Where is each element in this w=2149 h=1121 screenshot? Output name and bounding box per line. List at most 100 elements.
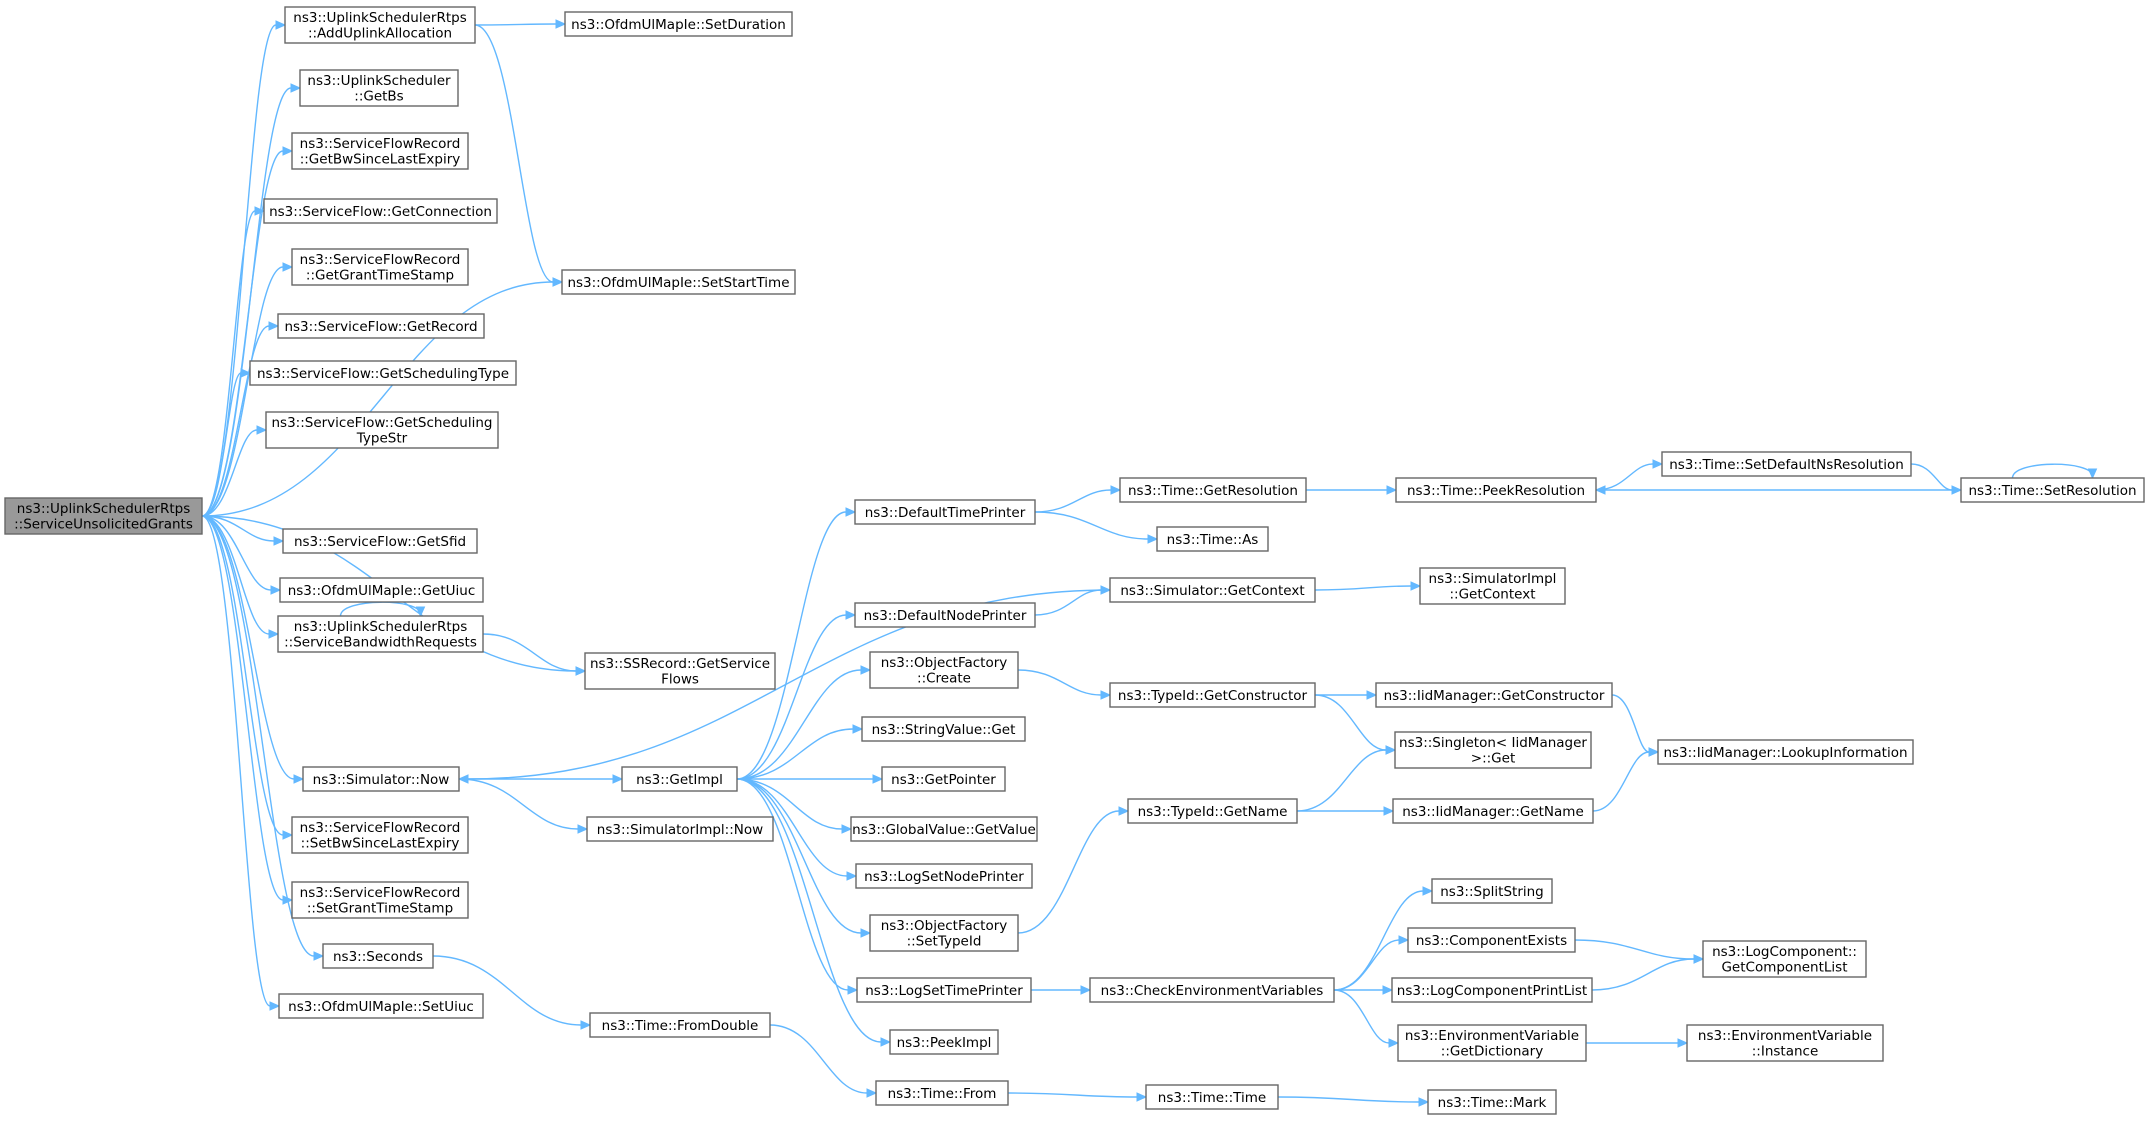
node-setRes[interactable]: ns3::Time::SetResolution <box>1960 477 2145 503</box>
node-box[interactable] <box>869 914 1019 952</box>
node-box[interactable] <box>277 313 485 339</box>
node-tidGetCtor[interactable]: ns3::TypeId::GetConstructor <box>1109 682 1316 708</box>
node-box[interactable] <box>854 499 1036 525</box>
node-box[interactable] <box>1109 682 1316 708</box>
node-getConnection[interactable]: ns3::ServiceFlow::GetConnection <box>263 198 498 224</box>
node-box[interactable] <box>855 863 1033 889</box>
node-checkEnv[interactable]: ns3::CheckEnvironmentVariables <box>1089 977 1335 1003</box>
node-box[interactable] <box>586 816 774 842</box>
node-box[interactable] <box>621 766 738 792</box>
node-box[interactable] <box>1960 477 2145 503</box>
node-getSfid[interactable]: ns3::ServiceFlow::GetSfid <box>282 528 478 554</box>
node-simNow[interactable]: ns3::Simulator::Now <box>302 766 460 792</box>
node-box[interactable] <box>1407 927 1576 953</box>
node-box[interactable] <box>299 69 459 107</box>
node-box[interactable] <box>282 528 478 554</box>
node-box[interactable] <box>856 977 1032 1003</box>
node-gvGetValue[interactable]: ns3::GlobalValue::GetValue <box>850 816 1038 842</box>
node-box[interactable] <box>1397 1024 1587 1062</box>
node-seconds[interactable]: ns3::Seconds <box>322 943 434 969</box>
node-box[interactable] <box>1127 798 1298 824</box>
node-box[interactable] <box>889 1029 999 1055</box>
node-timeAs[interactable]: ns3::Time::As <box>1156 526 1269 552</box>
node-box[interactable] <box>1686 1024 1884 1062</box>
node-box[interactable] <box>1156 526 1269 552</box>
node-box[interactable] <box>291 816 469 854</box>
node-box[interactable] <box>584 652 776 690</box>
node-box[interactable] <box>1119 477 1307 503</box>
node-logSetTime[interactable]: ns3::LogSetTimePrinter <box>856 977 1032 1003</box>
node-box[interactable] <box>564 11 793 37</box>
node-getGrantTs[interactable]: ns3::ServiceFlowRecord::GetGrantTimeStam… <box>291 248 469 286</box>
node-box[interactable] <box>1392 798 1594 824</box>
node-box[interactable] <box>291 132 469 170</box>
node-iidLookup[interactable]: ns3::IidManager::LookupInformation <box>1657 739 1914 765</box>
node-serviceBw[interactable]: ns3::UplinkSchedulerRtps::ServiceBandwid… <box>277 615 484 653</box>
node-box[interactable] <box>4 497 203 535</box>
node-box[interactable] <box>249 360 517 386</box>
node-splitString[interactable]: ns3::SplitString <box>1431 878 1553 904</box>
node-simImplNow[interactable]: ns3::SimulatorImpl::Now <box>586 816 774 842</box>
node-box[interactable] <box>1657 739 1914 765</box>
node-getBs[interactable]: ns3::UplinkScheduler::GetBs <box>299 69 459 107</box>
node-setDefNsRes[interactable]: ns3::Time::SetDefaultNsResolution <box>1661 451 1912 477</box>
node-box[interactable] <box>1089 977 1335 1003</box>
node-envInstance[interactable]: ns3::EnvironmentVariable::Instance <box>1686 1024 1884 1062</box>
node-box[interactable] <box>1395 477 1597 503</box>
node-fromDouble[interactable]: ns3::Time::FromDouble <box>589 1012 771 1038</box>
node-logCompGetList[interactable]: ns3::LogComponent::GetComponentList <box>1702 940 1867 978</box>
node-peekImpl[interactable]: ns3::PeekImpl <box>889 1029 999 1055</box>
node-ofSetTypeId[interactable]: ns3::ObjectFactory::SetTypeId <box>869 914 1019 952</box>
node-box[interactable] <box>1427 1089 1557 1115</box>
node-setDuration[interactable]: ns3::OfdmUlMapIe::SetDuration <box>564 11 793 37</box>
node-box[interactable] <box>277 615 484 653</box>
node-box[interactable] <box>1431 878 1553 904</box>
node-timeTime[interactable]: ns3::Time::Time <box>1145 1084 1279 1110</box>
node-box[interactable] <box>861 716 1026 742</box>
node-box[interactable] <box>1702 940 1867 978</box>
node-singletonGet[interactable]: ns3::Singleton< IidManager>::Get <box>1394 731 1592 769</box>
node-defNodePrinter[interactable]: ns3::DefaultNodePrinter <box>854 602 1036 628</box>
node-box[interactable] <box>1109 577 1316 603</box>
node-setGrantTs[interactable]: ns3::ServiceFlowRecord::SetGrantTimeStam… <box>291 881 469 919</box>
node-box[interactable] <box>1391 977 1593 1003</box>
node-getSchedType[interactable]: ns3::ServiceFlow::GetSchedulingType <box>249 360 517 386</box>
node-envGetDict[interactable]: ns3::EnvironmentVariable::GetDictionary <box>1397 1024 1587 1062</box>
node-logCompPrint[interactable]: ns3::LogComponentPrintList <box>1391 977 1593 1003</box>
node-box[interactable] <box>1394 731 1592 769</box>
node-box[interactable] <box>1375 682 1613 708</box>
node-box[interactable] <box>284 6 476 44</box>
node-timeMark[interactable]: ns3::Time::Mark <box>1427 1089 1557 1115</box>
node-box[interactable] <box>1419 567 1566 605</box>
node-getPointer[interactable]: ns3::GetPointer <box>881 766 1006 792</box>
node-getImpl[interactable]: ns3::GetImpl <box>621 766 738 792</box>
node-tidGetName[interactable]: ns3::TypeId::GetName <box>1127 798 1298 824</box>
node-defTimePrinter[interactable]: ns3::DefaultTimePrinter <box>854 499 1036 525</box>
node-getBwSince[interactable]: ns3::ServiceFlowRecord::GetBwSinceLastEx… <box>291 132 469 170</box>
node-box[interactable] <box>850 816 1038 842</box>
node-box[interactable] <box>589 1012 771 1038</box>
node-box[interactable] <box>1145 1084 1279 1110</box>
node-box[interactable] <box>291 881 469 919</box>
node-box[interactable] <box>302 766 460 792</box>
node-box[interactable] <box>291 248 469 286</box>
node-root[interactable]: ns3::UplinkSchedulerRtps::ServiceUnsolic… <box>4 497 203 535</box>
node-box[interactable] <box>561 269 796 295</box>
node-setBwSince[interactable]: ns3::ServiceFlowRecord::SetBwSinceLastEx… <box>291 816 469 854</box>
node-box[interactable] <box>265 411 499 449</box>
node-box[interactable] <box>279 577 484 603</box>
node-box[interactable] <box>278 993 484 1019</box>
node-simGetContext[interactable]: ns3::Simulator::GetContext <box>1109 577 1316 603</box>
node-box[interactable] <box>263 198 498 224</box>
node-getUiuc[interactable]: ns3::OfdmUlMapIe::GetUiuc <box>279 577 484 603</box>
node-setUiuc[interactable]: ns3::OfdmUlMapIe::SetUiuc <box>278 993 484 1019</box>
node-getRecord[interactable]: ns3::ServiceFlow::GetRecord <box>277 313 485 339</box>
node-peekRes[interactable]: ns3::Time::PeekResolution <box>1395 477 1597 503</box>
node-getResolution[interactable]: ns3::Time::GetResolution <box>1119 477 1307 503</box>
node-addUplink[interactable]: ns3::UplinkSchedulerRtps::AddUplinkAlloc… <box>284 6 476 44</box>
node-ofCreate[interactable]: ns3::ObjectFactory::Create <box>869 651 1019 689</box>
node-box[interactable] <box>854 602 1036 628</box>
node-box[interactable] <box>1661 451 1912 477</box>
node-timeFrom[interactable]: ns3::Time::From <box>875 1080 1009 1106</box>
